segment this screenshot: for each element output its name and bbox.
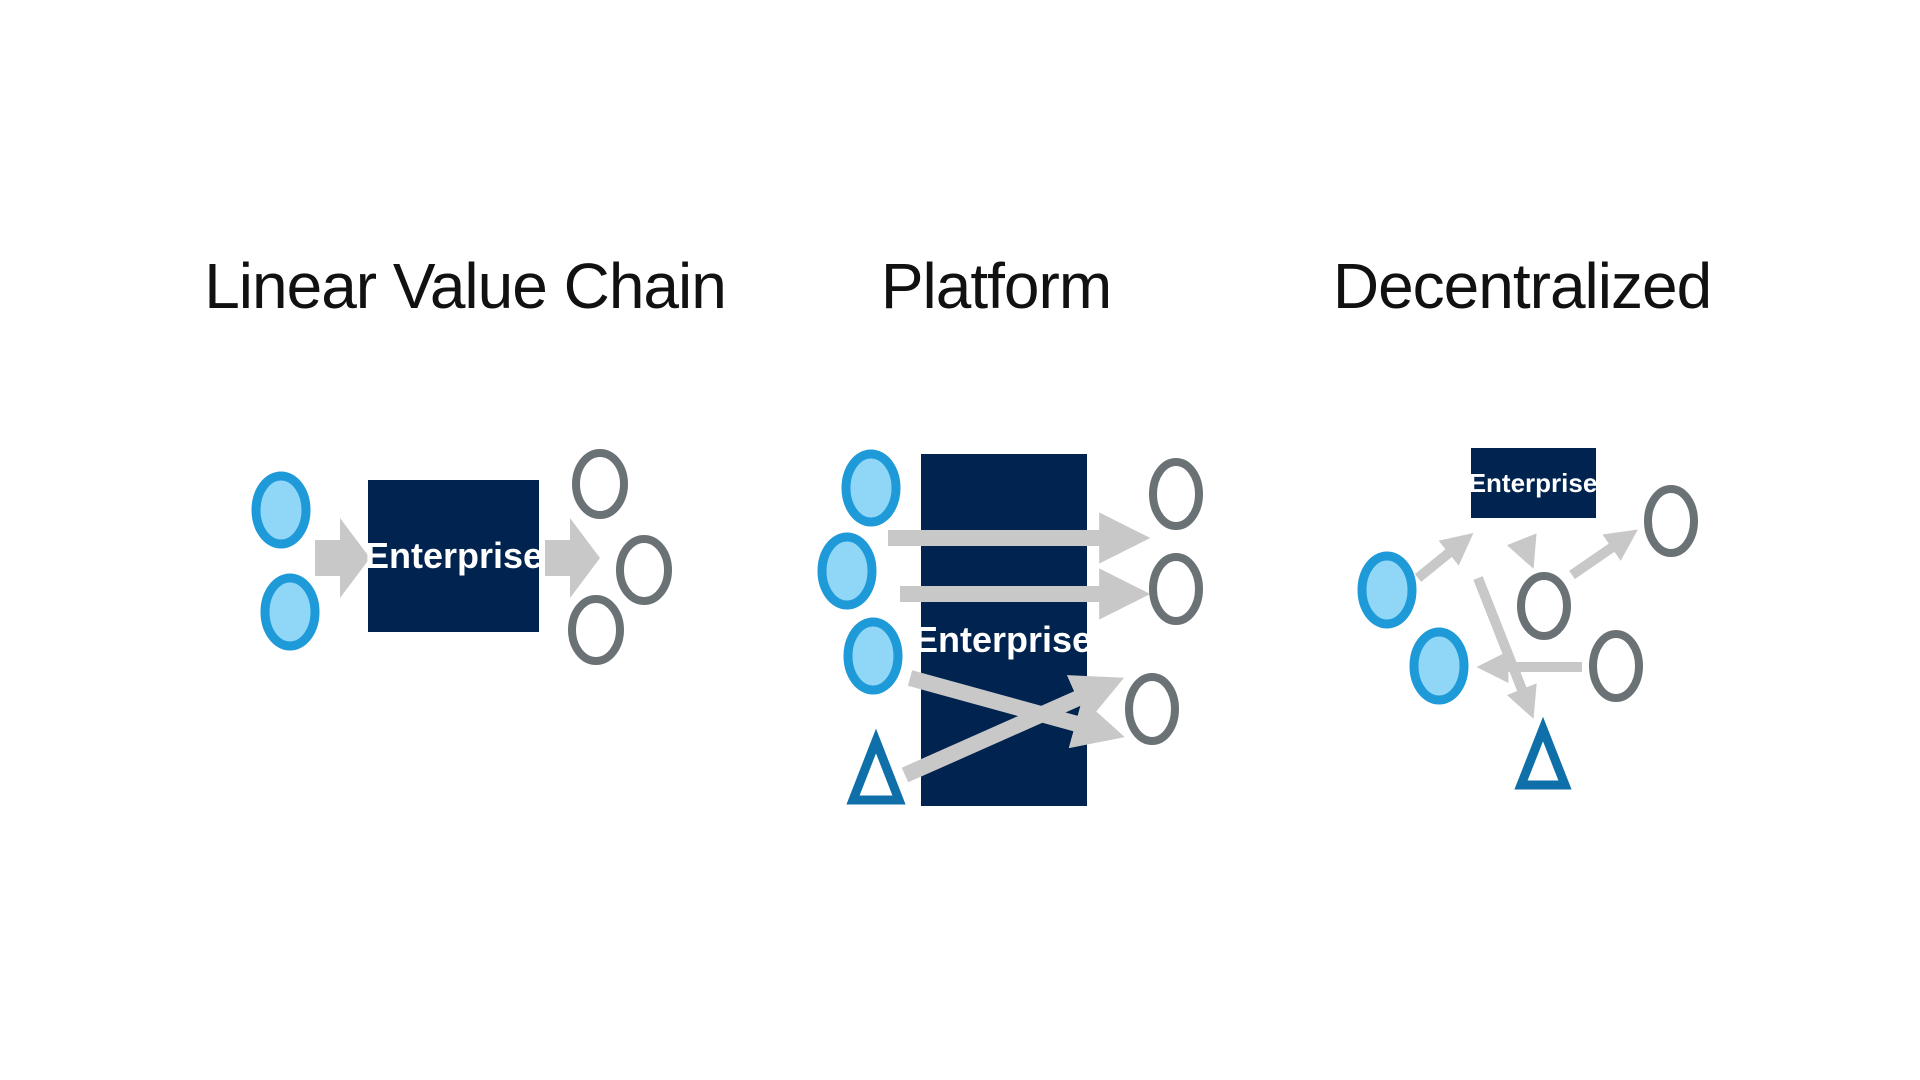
enterprise-label: Enterprise [365,535,543,576]
gray-ring-icon [568,595,624,665]
gray-ring-icon [1589,630,1643,702]
gray-ring-icon [572,449,628,519]
blue-circle-icon [843,617,903,695]
arrow-icon [545,518,600,598]
platform-panel: Platform Enterprise [817,250,1203,806]
blue-circle-icon [260,573,320,651]
arrow-icon [1414,532,1474,582]
enterprise-box [368,480,539,632]
enterprise-label: Enterprise [1469,468,1598,498]
arrow-icon [901,675,1125,783]
blue-circle-icon [817,532,877,610]
gray-ring-icon [1644,485,1698,557]
blue-circle-icon [251,471,311,549]
gray-ring-icon [1517,572,1571,640]
platform-title: Platform [881,250,1111,322]
enterprise-box [1471,448,1596,518]
arrow-icon [907,670,1125,749]
arrow-icon [1569,529,1638,580]
arrow-icon [1473,576,1537,719]
blue-circle-icon [1409,627,1469,705]
triangle-icon [846,728,906,805]
gray-ring-icon [1149,458,1203,530]
blue-circle-icon [841,449,901,527]
triangle-icon [1514,716,1572,790]
blue-circle-icon [1357,551,1417,629]
decentralized-title: Decentralized [1333,250,1711,322]
decentralized-panel: Decentralized Enterprise [1333,250,1712,790]
arrow-icon [1506,533,1537,569]
arrow-icon [315,518,370,598]
linear-value-chain-title: Linear Value Chain [204,250,726,322]
gray-ring-icon [616,535,672,605]
gray-ring-icon [1149,553,1203,625]
linear-value-chain-panel: Linear Value Chain Enterprise [204,250,727,665]
gray-ring-icon [1125,673,1179,745]
enterprise-label: Enterprise [914,619,1092,660]
